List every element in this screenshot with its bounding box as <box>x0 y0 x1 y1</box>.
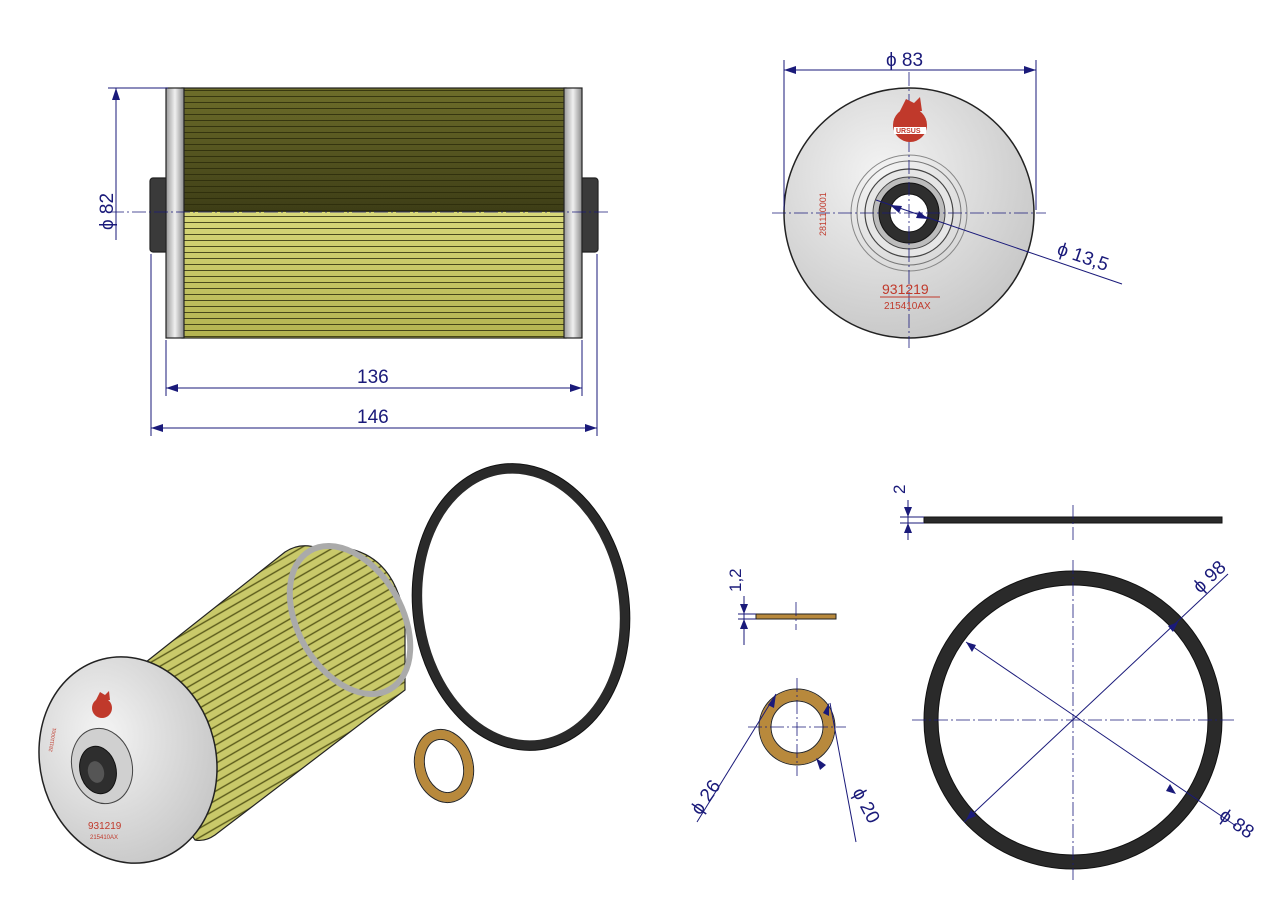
washer-thickness-dimension: 1,2 <box>726 568 756 645</box>
washer-face-view <box>748 678 846 776</box>
side-height-dimension: ϕ 82 <box>97 87 168 240</box>
part-number-label: 931219 <box>882 281 929 297</box>
large-gasket-iso <box>412 463 630 751</box>
gasket-face-view <box>912 560 1234 880</box>
iso-reference-code-label: 215410AX <box>90 835 118 841</box>
gasket-outer-diameter-label: ϕ 98 <box>1189 557 1230 598</box>
left-end-cap <box>165 87 185 339</box>
end-outer-diameter-label: ϕ 83 <box>886 50 923 71</box>
filter-end-view: URSUS 281110001 931219 215410AX <box>772 72 1046 348</box>
washer-outer-diameter-label: ϕ 26 <box>687 776 725 818</box>
filter-side-view <box>110 87 610 339</box>
washer-thickness-label: 1,2 <box>726 568 745 592</box>
gasket-edge-view <box>923 505 1223 540</box>
ursus-bear-logo-icon-iso <box>92 691 112 718</box>
right-end-cap <box>563 87 583 339</box>
small-washer-iso <box>414 729 474 803</box>
overall-length-dimension: 146 <box>150 254 598 436</box>
batch-code-label: 281110001 <box>818 192 828 236</box>
side-height-label: ϕ 82 <box>97 193 118 230</box>
reference-code-label: 215410AX <box>884 301 931 312</box>
brand-label: URSUS <box>896 128 921 135</box>
filter-isometric-view: 931219 215410AX 281110001 <box>38 543 414 864</box>
gasket-inner-diameter-label: ϕ 88 <box>1215 805 1257 843</box>
gasket-thickness-dimension: 2 <box>890 485 924 540</box>
overall-length-label: 146 <box>357 407 389 428</box>
iso-part-number-label: 931219 <box>88 821 122 832</box>
inner-length-dimension: 136 <box>165 340 583 396</box>
ursus-bear-logo-icon: URSUS <box>893 97 927 142</box>
gasket-thickness-label: 2 <box>890 485 909 494</box>
end-outer-diameter-dimension: ϕ 83 <box>783 50 1037 210</box>
washer-inner-diameter-label: ϕ 20 <box>848 784 884 827</box>
iso-batch-code-label: 281110001 <box>48 727 58 752</box>
washer-edge-view <box>755 602 837 630</box>
inner-length-label: 136 <box>357 367 389 388</box>
